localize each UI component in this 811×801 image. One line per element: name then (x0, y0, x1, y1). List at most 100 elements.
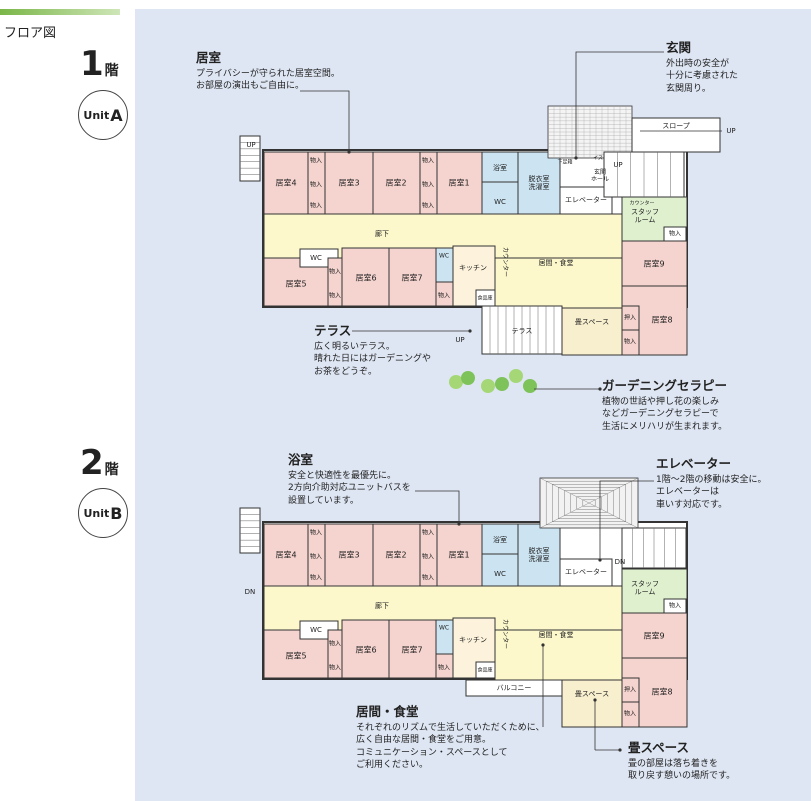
f2-room7-label: 居室7 (401, 645, 422, 655)
f2-room1-label: 居室1 (448, 550, 469, 560)
f1-living-label: 居間・食堂 (539, 258, 574, 267)
f1-garden-shrub (449, 375, 463, 389)
f1-storage-f-label: 物入 (669, 230, 681, 238)
f2-skylight-ring (558, 487, 620, 519)
annotation-bath: 浴室 安全と快適性を最優先に。 2方向介助対応ユニットバスを 設置しています。 (288, 452, 411, 507)
f1-storage-label-5: 物入 (422, 202, 434, 210)
f1-bath-label: 浴室 (493, 163, 507, 172)
f2-storage-c-label: 物入 (329, 640, 341, 648)
f2-skylight-diag (539, 477, 639, 529)
f1-room5-label: 居室5 (285, 279, 306, 289)
f2-dn-label: DN (615, 558, 626, 566)
f2-storage-label-2: 物入 (310, 574, 322, 582)
annotation-kyoshitsu-body: プライバシーが守られた居室空間。 お部屋の演出もご自由に。 (196, 68, 340, 92)
annotation-garden-body: 植物の世話や押し花の楽しみ などガーデニングセラピーで 生活にメリハリが生まれま… (602, 396, 728, 432)
f1-slope-label: スロープ (662, 122, 690, 130)
f1-staff-label: スタッフ (631, 207, 659, 216)
f1-shoe-label: 下足箱 (557, 159, 572, 166)
annotation-living: 居間・食堂 それぞれのリズムで生活していただくために、 広く自由な居間・食堂をご… (356, 705, 545, 772)
f2-living-label: 居間・食堂 (539, 630, 574, 639)
f2-skylight-ring (570, 493, 608, 513)
f1-storage-e-label: 物入 (624, 338, 636, 346)
f1-garden-shrub (495, 377, 509, 391)
f2-room9-label: 居室9 (643, 631, 664, 641)
f2-closet-label: 押入 (624, 686, 636, 694)
annotation-terrace: テラス 広く明るいテラス。 晴れた日にはガーデニングや お茶をどうぞ。 (314, 324, 431, 378)
f2-dressing-label: 脱衣室 (529, 546, 550, 555)
f2-storage-d-label: 物入 (438, 664, 450, 672)
f1-hall-label: 玄関 (594, 168, 606, 176)
ld-kyoshitsu-dot (347, 150, 351, 154)
f1-wc-top (481, 181, 519, 215)
f2-wc-small-label: WC (310, 626, 322, 634)
f2-staff-label: ルーム (635, 588, 656, 596)
f1-room3 (324, 151, 374, 215)
f1-room9-label: 居室9 (643, 259, 664, 269)
f1-room6-label: 居室6 (355, 273, 376, 283)
f2-storage-label-5: 物入 (422, 574, 434, 582)
f2-storage-f-label: 物入 (669, 602, 681, 610)
annotation-bath-body: 安全と快適性を最優先に。 2方向介助対応ユニットバスを 設置しています。 (288, 470, 411, 506)
f1-storage-label-3: 物入 (422, 157, 434, 165)
floor1-num: 1 (80, 44, 104, 84)
f1-tatami (561, 307, 623, 356)
f1-counter-label: カウンター (502, 247, 510, 277)
annotation-genkan-body: 外出時の安全が 十分に考慮された 玄関周り。 (666, 58, 739, 94)
f1-room6 (341, 247, 390, 307)
ld-kyoshitsu (300, 90, 350, 152)
ld-tatami-up-dot (593, 698, 597, 702)
f1-terrace-up: UP (455, 336, 464, 344)
f1-entrance-up: UP (613, 161, 622, 169)
f1-closet-label: 押入 (624, 314, 636, 322)
f2-room4 (263, 523, 309, 587)
f1-storage-label-4: 物入 (422, 181, 434, 189)
f1-dressing-label: 脱衣室 (529, 174, 550, 183)
f2-elevator (559, 558, 613, 587)
f1-room2-label: 居室2 (385, 178, 406, 188)
f2-living-lower (494, 629, 623, 681)
f2-storage-label-1: 物入 (310, 553, 322, 561)
ld-bath-dot (457, 522, 461, 526)
annotation-tatami: 畳スペース 畳の部屋は落ち着きを 取り戻す憩いの場所です。 (628, 741, 735, 783)
f2-room4-label: 居室4 (275, 550, 296, 560)
f1-garden-shrub (461, 371, 475, 385)
f2-skylight-ring (564, 490, 614, 516)
f2-storage-label-4: 物入 (422, 553, 434, 561)
annotation-elevator-title: エレベーター (656, 456, 732, 471)
f1-up-label: UP (726, 127, 735, 135)
f1-left-stair (239, 135, 261, 182)
f2-left-stair (239, 507, 261, 554)
f2-storage-c-label2: 物入 (329, 664, 341, 672)
f2-corridor-label: 廊下 (375, 601, 389, 610)
f1-garden-shrub (509, 369, 523, 383)
floor2-suffix: 階 (104, 462, 119, 478)
f1-storage-label-1: 物入 (310, 181, 322, 189)
f2-room7 (388, 619, 437, 679)
annotation-bath-title: 浴室 (288, 452, 314, 467)
f1-terrace-label: テラス (512, 327, 533, 335)
floor1-unit-letter: A (110, 105, 123, 125)
annotation-kyoshitsu: 居室 プライバシーが守られた居室空間。 お部屋の演出もご自由に。 (196, 51, 340, 93)
f1-room8-label: 居室8 (651, 315, 672, 325)
f1-garden-shrub (523, 379, 537, 393)
f1-elevator (559, 186, 613, 215)
f1-slope (631, 117, 721, 153)
header-accent-bar (0, 9, 120, 15)
f2-tatami-label: 畳スペース (575, 690, 609, 698)
annotation-living-body: それぞれのリズムで生活していただくために、 広く自由な居間・食堂をご用意。 コミ… (356, 722, 545, 771)
f1-storage-c-label2: 物入 (329, 292, 341, 300)
annotation-elevator: エレベーター 1階～2階の移動は安全に。 エレベーターは 車いす対応です。 (656, 456, 766, 511)
f1-room4-label: 居室4 (275, 178, 296, 188)
f2-skylight-ring (545, 480, 633, 526)
f2-pantry-label: 食品庫 (477, 667, 492, 674)
f2-room2 (372, 523, 421, 587)
f2-bath-label: 浴室 (493, 535, 507, 544)
f1-elevator-label: エレベーター (565, 195, 607, 204)
f1-bath (481, 151, 519, 183)
f1-staff-counter: カウンター (629, 200, 654, 207)
f2-room6-label: 居室6 (355, 645, 376, 655)
f2-storage-label-0: 物入 (310, 529, 322, 537)
f1-storage-label-0: 物入 (310, 157, 322, 165)
